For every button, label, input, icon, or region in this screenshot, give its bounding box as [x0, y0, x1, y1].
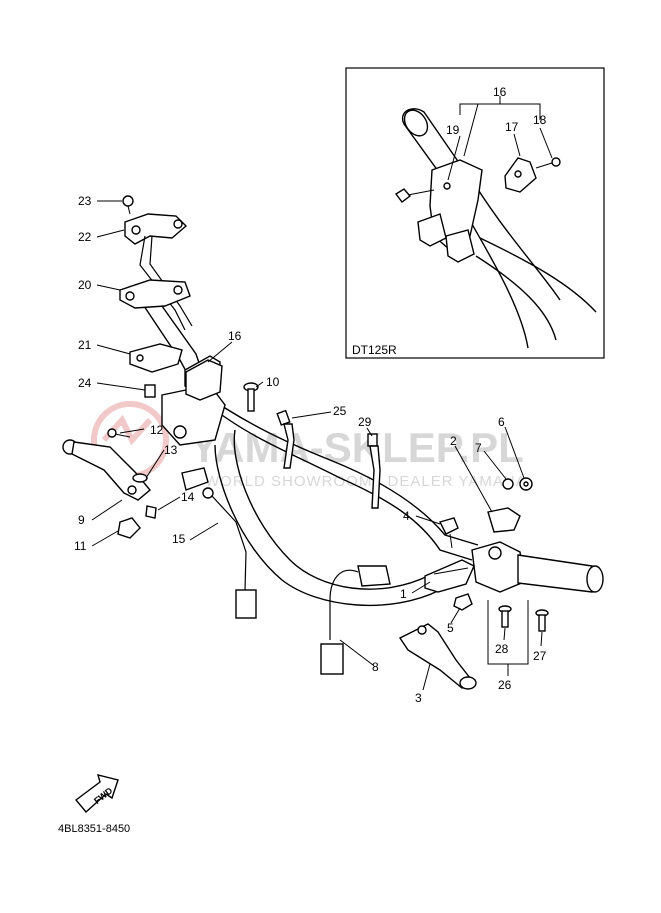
bolt-part-10 — [243, 382, 259, 412]
callout-10: 10 — [266, 375, 280, 389]
holder-part-21 — [129, 343, 183, 373]
callout-5: 5 — [447, 621, 454, 635]
throttle-switch-part-8 — [320, 565, 391, 675]
holder-part-20 — [119, 279, 191, 309]
lever-holder-part-1 — [424, 559, 475, 593]
watermark-title: YAMA-SKLEP.PL — [190, 424, 524, 471]
screw-part-28 — [498, 605, 512, 628]
inset-callout-19: 19 — [446, 123, 460, 137]
collar-part-13 — [132, 473, 148, 483]
callout-11: 11 — [74, 539, 87, 553]
callout-23: 23 — [78, 194, 92, 208]
brake-lever-part-3 — [398, 623, 477, 690]
cable-tie-part-25 — [276, 409, 295, 469]
right-switch-part-2 — [487, 507, 521, 533]
throttle-grip — [517, 554, 604, 593]
callout-8: 8 — [372, 660, 379, 674]
callout-21: 21 — [78, 338, 92, 352]
callout-12: 12 — [150, 423, 164, 437]
bracket-part-22 — [124, 213, 193, 331]
inset-callout-18: 18 — [533, 113, 547, 127]
callout-6: 6 — [498, 415, 505, 429]
callouts: 23 22 20 21 24 16 10 25 29 6 7 2 4 1 5 3… — [74, 194, 547, 705]
callout-22: 22 — [78, 230, 92, 244]
nut-part-11 — [117, 517, 141, 539]
callout-20: 20 — [78, 278, 92, 292]
inset-panel: 16 19 17 18 DT125R — [345, 67, 605, 359]
drawing-code: 4BL8351-8450 — [58, 823, 130, 835]
inset-callout-17: 17 — [505, 120, 519, 134]
callout-24: 24 — [78, 376, 92, 390]
screw-part-6 — [519, 477, 533, 491]
washer-part-7 — [502, 478, 514, 490]
callout-28: 28 — [495, 642, 509, 656]
switch-housing-part-16 — [185, 359, 223, 401]
callout-7: 7 — [475, 441, 482, 455]
inset-callout-16: 16 — [493, 85, 507, 99]
leader-lines — [91, 200, 543, 691]
nut-part-5 — [453, 593, 473, 611]
callout-29: 29 — [358, 415, 372, 429]
callout-26: 26 — [498, 678, 512, 692]
cable-tie-part-29 — [367, 433, 381, 509]
callout-9: 9 — [78, 513, 85, 527]
bolt-part-12 — [107, 428, 131, 438]
callout-16: 16 — [228, 329, 242, 343]
watermark-subtitle: WORLD SHOWROOM | DEALER YAMAHA — [205, 473, 527, 490]
clutch-switch-part-15 — [181, 467, 257, 619]
callout-1: 1 — [400, 587, 407, 601]
inset-model-label: DT125R — [352, 343, 397, 357]
screw-part-24 — [144, 384, 156, 398]
callout-25: 25 — [333, 404, 347, 418]
screw-part-27 — [535, 609, 549, 632]
bolt-part-4 — [438, 517, 459, 549]
callout-4: 4 — [403, 509, 410, 523]
callout-27: 27 — [533, 649, 547, 663]
fwd-arrow: FWD — [74, 774, 119, 814]
watermark: YAMA-SKLEP.PL WORLD SHOWROOM | DEALER YA… — [91, 401, 527, 490]
callout-13: 13 — [164, 443, 178, 457]
callout-3: 3 — [415, 691, 422, 705]
throttle-housing-part-26 — [471, 541, 525, 593]
cover-part-23 — [122, 195, 134, 215]
callout-15: 15 — [172, 532, 186, 546]
spring-part-14 — [145, 505, 157, 519]
clutch-lever-part-9 — [62, 439, 151, 501]
callout-14: 14 — [181, 490, 195, 504]
callout-2: 2 — [450, 434, 457, 448]
